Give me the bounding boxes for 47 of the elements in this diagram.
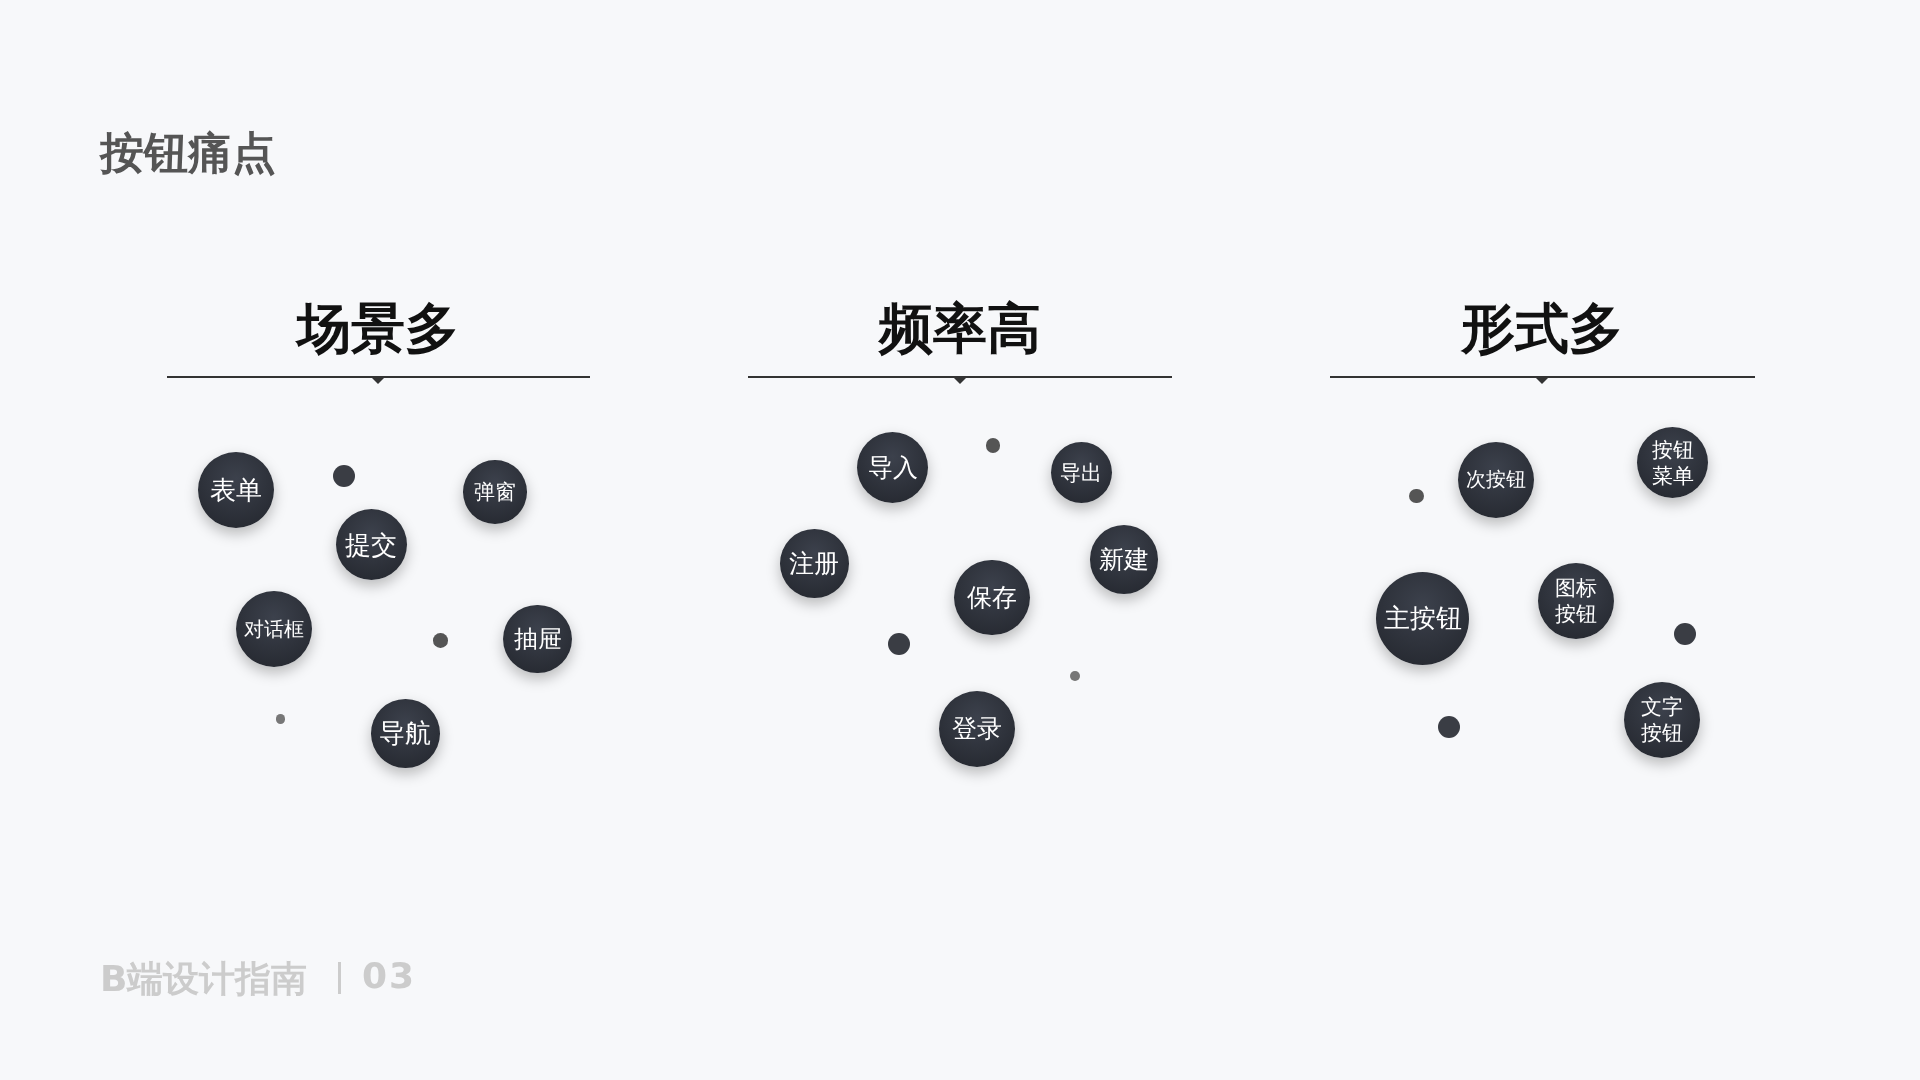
button-bubble	[1050, 442, 1112, 504]
bubble-label: 文字按钮	[1640, 693, 1684, 747]
bubble-label: 弹窗	[473, 479, 516, 506]
dot-marker	[333, 465, 356, 488]
button-bubble	[503, 604, 572, 674]
button-bubble	[857, 432, 929, 504]
button-bubble	[1537, 563, 1614, 640]
bubble-label: 表单	[210, 473, 263, 507]
bubble-label: 提交	[345, 528, 397, 562]
bubble-label: 保存	[966, 581, 1017, 614]
button-bubble	[1089, 525, 1159, 594]
button-bubble	[335, 509, 407, 581]
button-bubble	[939, 690, 1016, 767]
button-bubble	[1458, 442, 1535, 518]
bubble-label: 注册	[789, 547, 840, 579]
dot-marker	[1409, 488, 1425, 504]
bubble-label: 导入	[867, 452, 918, 484]
dot-marker	[985, 438, 1001, 454]
dot-marker	[1437, 716, 1460, 739]
bubble-label: 对话框	[244, 616, 305, 642]
bubble-label: 导航	[379, 717, 432, 750]
section-heading: 场景多	[294, 296, 461, 362]
bubble-label: 新建	[1099, 543, 1150, 576]
button-bubble	[780, 528, 849, 598]
dot-marker	[887, 633, 910, 656]
dot-marker	[275, 713, 286, 724]
bubble-label: 抽屉	[513, 624, 562, 655]
bubble-label: 导出	[1060, 459, 1103, 486]
bubble-label: 次按钮	[1466, 467, 1527, 493]
section-heading: 形式多	[1459, 296, 1624, 362]
button-bubble	[462, 460, 527, 525]
dot-marker	[433, 633, 449, 648]
section-heading: 频率高	[877, 296, 1042, 362]
bubble-label: 主按钮	[1383, 602, 1462, 635]
bubble-label: 图标按钮	[1554, 574, 1598, 628]
button-bubble	[1637, 427, 1709, 499]
bubble-label: 按钮菜单	[1651, 436, 1695, 490]
button-bubble	[236, 591, 313, 668]
button-bubble	[371, 699, 440, 768]
page-title: 按钮痛点	[100, 126, 276, 180]
button-bubble	[953, 559, 1030, 636]
button-bubble	[1623, 682, 1700, 758]
bubble-label: 登录	[952, 712, 1003, 745]
button-bubble	[1376, 571, 1470, 665]
dot-marker	[1673, 623, 1696, 646]
dot-marker	[1070, 671, 1080, 681]
button-bubble	[198, 451, 275, 528]
